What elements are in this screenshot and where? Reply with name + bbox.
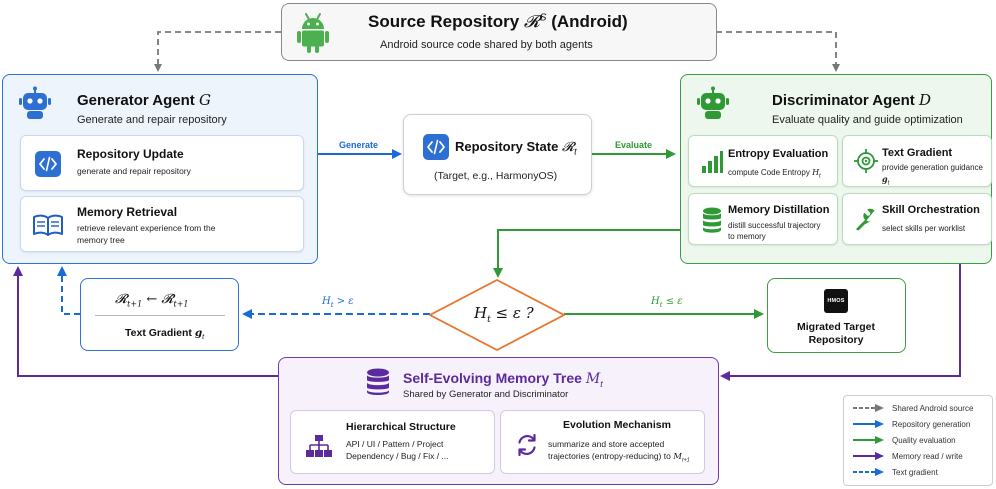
legend-label: Text gradient [892, 467, 938, 477]
legend-item: Shared Android source [852, 402, 973, 414]
legend-label: Repository generation [892, 419, 971, 429]
refresh-icon [513, 431, 541, 459]
source-to-discriminator-arrow [716, 31, 840, 72]
repository-update-card: Repository Update generate and repair re… [20, 135, 304, 191]
text-gradient-label: Text Gradient gt [125, 327, 205, 342]
memory-to-generator-arrow [13, 266, 278, 377]
text-gradient-update-box: 𝓡t+1 ← 𝓡̂t+1 Text Gradient gt [80, 278, 239, 351]
update-divider [95, 315, 225, 316]
memory-title: Self-Evolving Memory Tree Mt [403, 370, 603, 389]
legend-item: Quality evaluation [852, 434, 956, 446]
source-to-generator-arrow [154, 31, 281, 72]
legend-item: Memory read / write [852, 450, 963, 462]
skill-orchestration-card: Skill Orchestration select skills per wo… [842, 193, 992, 245]
repository-update-title: Repository Update [77, 147, 184, 161]
generator-title: Generator Agent G [77, 91, 211, 109]
memory-subtitle: Shared by Generator and Discriminator [403, 389, 569, 400]
bar-chart-icon [700, 149, 724, 175]
text-gradient-title: Text Gradient [882, 147, 953, 159]
memory-distillation-title: Memory Distillation [728, 204, 830, 216]
generator-agent-box: Generator Agent G Generate and repair re… [2, 74, 318, 264]
source-subtitle: Android source code shared by both agent… [380, 39, 593, 51]
evaluate-label: Evaluate [615, 140, 653, 150]
hierarchy-icon [305, 434, 333, 458]
legend-label: Quality evaluation [892, 435, 956, 445]
text-gradient-desc: provide generation guidance gt [882, 163, 983, 187]
code-icon [423, 134, 449, 160]
repository-state-box: Repository State 𝓡t (Target, e.g., Harmo… [403, 114, 592, 195]
hierarchical-structure-title: Hierarchical Structure [346, 421, 456, 433]
memory-retrieval-card: Memory Retrieval retrieve relevant exper… [20, 196, 304, 252]
legend-item: Text gradient [852, 466, 938, 478]
memory-retrieval-title: Memory Retrieval [77, 205, 178, 219]
book-icon [33, 212, 63, 238]
wrench-icon [853, 206, 879, 232]
evolution-mechanism-line1: summarize and store accepted [548, 439, 665, 449]
repository-update-desc: generate and repair repository [77, 166, 191, 176]
skill-orchestration-title: Skill Orchestration [882, 204, 980, 216]
migrated-line1: Migrated Target [797, 321, 875, 333]
discriminator-to-memory-arrow [720, 264, 961, 381]
update-equation: 𝓡t+1 ← 𝓡̂t+1 [115, 292, 189, 309]
database-icon [701, 206, 723, 234]
skill-orchestration-desc: select skills per worklist [882, 224, 966, 233]
memory-distillation-card: Memory Distillation distill successful t… [688, 193, 838, 245]
legend-item: Repository generation [852, 418, 970, 430]
migrated-target-box: HMOS Migrated Target Repository [767, 278, 906, 353]
discriminator-title: Discriminator Agent D [772, 91, 932, 109]
generator-subtitle: Generate and repair repository [77, 114, 227, 126]
legend-swatch [853, 436, 884, 444]
source-title: Source Repository 𝓡S (Android) [368, 12, 628, 32]
robot-icon [695, 85, 731, 121]
discriminator-agent-box: Discriminator Agent D Evaluate quality a… [680, 74, 992, 264]
fail-condition-label: Ht > ε [322, 296, 354, 309]
hmos-badge: HMOS [824, 289, 848, 313]
hierarchical-structure-line1: API / UI / Pattern / Project [346, 439, 444, 449]
legend-swatch [853, 404, 884, 412]
evolution-mechanism-line2: trajectories (entropy-reducing) to Mt+1 [548, 451, 690, 464]
robot-icon [17, 85, 53, 121]
target-icon [853, 148, 879, 174]
gradient-to-generator-arrow [57, 266, 80, 315]
entropy-evaluation-card: Entropy Evaluation compute Code Entropy … [688, 135, 838, 187]
evolution-mechanism-card: Evolution Mechanism summarize and store … [500, 410, 705, 474]
generate-label: Generate [339, 140, 379, 150]
code-icon [35, 151, 61, 177]
repository-state-subtitle: (Target, e.g., HarmonyOS) [434, 170, 558, 182]
entropy-evaluation-desc: compute Code Entropy Ht [728, 168, 821, 180]
decision-diamond [429, 279, 565, 351]
legend-label: Shared Android source [892, 403, 974, 413]
legend-swatch [853, 468, 884, 476]
text-gradient-card: Text Gradient provide generation guidanc… [842, 135, 992, 187]
repository-state-title: Repository State 𝓡t [455, 139, 577, 157]
discriminator-to-decision-arrow [493, 229, 680, 278]
database-icon [365, 367, 391, 397]
memory-retrieval-desc: retrieve relevant experience from the me… [77, 223, 216, 245]
evolution-mechanism-title: Evolution Mechanism [563, 419, 671, 431]
source-repository-box: Source Repository 𝓡S (Android) Android s… [281, 3, 717, 61]
entropy-evaluation-title: Entropy Evaluation [728, 148, 829, 160]
memory-distillation-desc: distill successful trajectory to memory [728, 221, 821, 241]
hierarchical-structure-line2: Dependency / Bug / Fix / ... [346, 451, 449, 461]
hierarchical-structure-card: Hierarchical Structure API / UI / Patter… [290, 410, 495, 474]
legend-swatch [853, 420, 884, 428]
decision-condition: Ht ≤ ε ? [474, 304, 534, 325]
legend-swatch [853, 452, 884, 460]
legend-label: Memory read / write [892, 451, 963, 461]
migrated-line2: Repository [808, 334, 864, 346]
discriminator-subtitle: Evaluate quality and guide optimization [772, 114, 963, 126]
pass-condition-label: Ht ≤ ε [651, 296, 683, 309]
android-icon [296, 11, 330, 55]
